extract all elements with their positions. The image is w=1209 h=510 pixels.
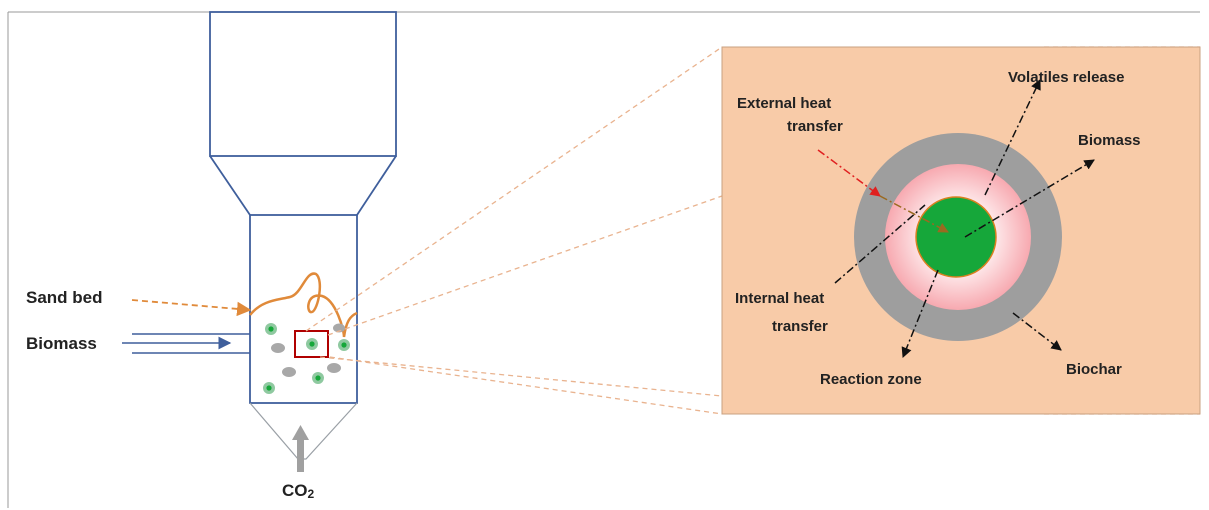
co2-inlet-arrow [292,425,309,472]
sand-particle [282,367,296,377]
bed-particles [263,323,350,394]
internal-heat-label-2: transfer [772,318,828,335]
co2-label: CO2 [282,481,315,501]
biomass-pointer [964,159,1095,238]
volatiles-release-label: Volatiles release [1008,69,1124,86]
reaction-zone-label: Reaction zone [820,371,922,388]
zoom-highlight-box [294,330,329,358]
reactor-taper [209,155,397,216]
biomass-feed-label: Biomass [26,334,97,353]
reactor [209,11,397,460]
internal-heat-pointer [834,204,926,284]
freeboard-section [209,11,397,157]
biomass-feed-pipe [122,333,250,354]
figure-border [7,11,1200,508]
biomass-particle [306,338,318,350]
sand-particle [327,363,341,373]
detail-arrows [817,79,1095,358]
external-heat-label-1: External heat [737,95,831,112]
sand-particle [271,343,285,353]
external-heat-label-2: transfer [787,118,843,135]
biomass-particle [338,339,350,351]
biomass-particle [312,372,324,384]
internal-heat-label-1: Internal heat [735,290,824,307]
fluidized-bed-section [249,214,358,404]
internal-heat-arrow [879,195,949,233]
sand-bed-label: Sand bed [26,288,103,307]
sand-bed-pointer [131,299,252,317]
biochar-label: Biochar [1066,361,1122,378]
sand-bed-surface [249,272,358,338]
biomass-core [915,196,997,278]
volatiles-arrow [984,79,1041,196]
external-heat-arrow [817,149,881,197]
biomass-particle [263,382,275,394]
sand-particle [333,323,345,333]
biochar-arrow [1012,312,1062,351]
biomass-detail-label: Biomass [1078,132,1141,149]
biomass-particle [265,323,277,335]
